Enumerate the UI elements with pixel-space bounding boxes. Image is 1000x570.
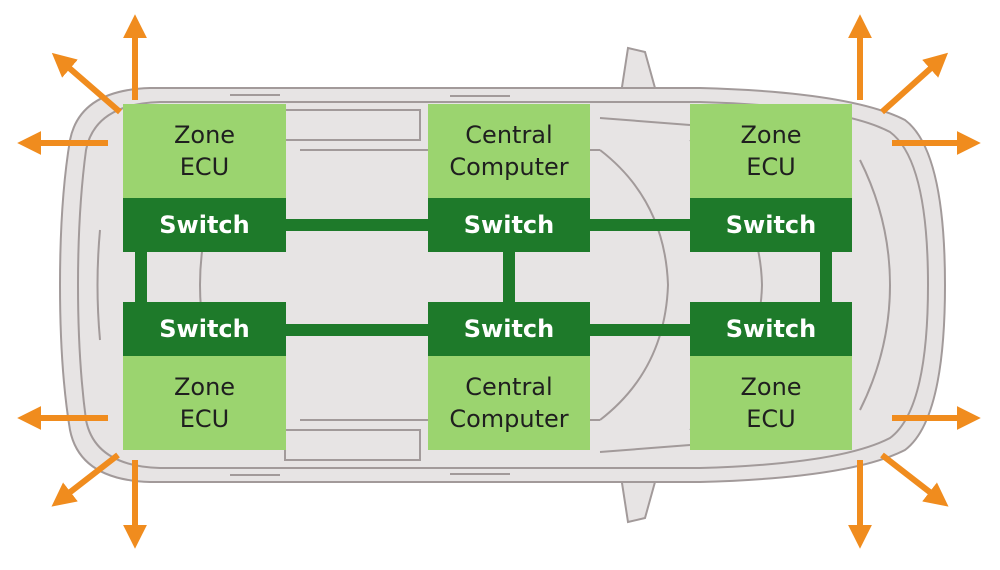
arrow-icon (879, 52, 949, 115)
switch-top-left: Switch (123, 198, 286, 252)
arrow-icon (880, 452, 949, 507)
link-left-vertical (135, 251, 147, 302)
link-bottom-left-center (286, 324, 428, 336)
central-computer-bottom: Central Computer (428, 356, 590, 450)
zone-ecu-bottom-right: Zone ECU (690, 356, 852, 450)
link-bottom-center-right (590, 324, 690, 336)
link-top-center-right (590, 219, 690, 231)
zone-ecu-top-right: Zone ECU (690, 104, 852, 198)
link-right-vertical (820, 251, 832, 302)
zone-ecu-bottom-left: Zone ECU (123, 356, 286, 450)
central-computer-top: Central Computer (428, 104, 590, 198)
switch-top-center: Switch (428, 198, 590, 252)
arrow-icon (51, 452, 120, 507)
link-center-vertical (503, 251, 515, 302)
zone-ecu-top-left: Zone ECU (123, 104, 286, 198)
switch-top-right: Switch (690, 198, 852, 252)
link-top-left-center (286, 219, 428, 231)
switch-bottom-center: Switch (428, 302, 590, 356)
switch-bottom-right: Switch (690, 302, 852, 356)
switch-bottom-left: Switch (123, 302, 286, 356)
arrow-icon (51, 52, 122, 115)
